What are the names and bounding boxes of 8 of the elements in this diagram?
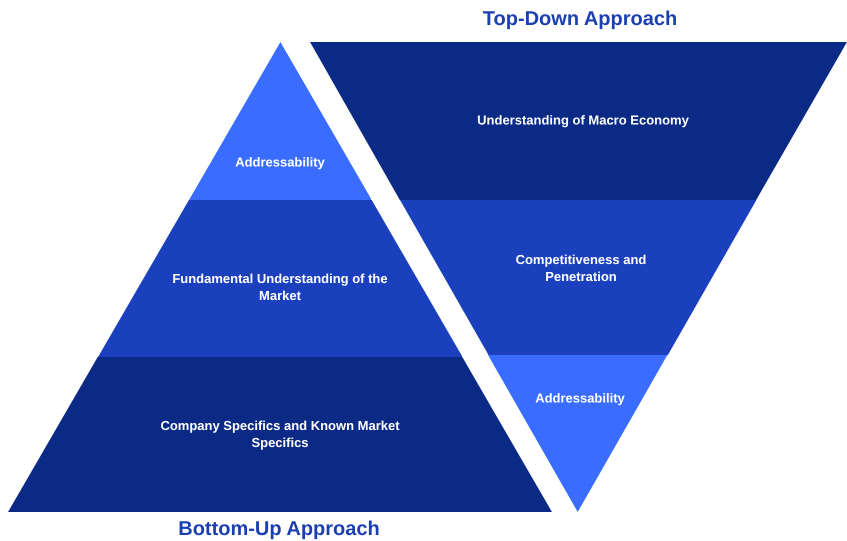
section-heading: Top-Down Approach <box>482 7 678 31</box>
band-label: Addressability <box>534 390 626 406</box>
section-heading: Bottom-Up Approach <box>178 517 380 541</box>
band-label: Competitiveness and Penetration <box>514 251 648 285</box>
band-label: Understanding of Macro Economy <box>476 112 690 128</box>
band-label: Fundamental Understanding of the Market <box>171 270 389 304</box>
band-label: Addressability <box>234 154 326 170</box>
band-label: Company Specifics and Known Market Specifics <box>159 417 401 451</box>
